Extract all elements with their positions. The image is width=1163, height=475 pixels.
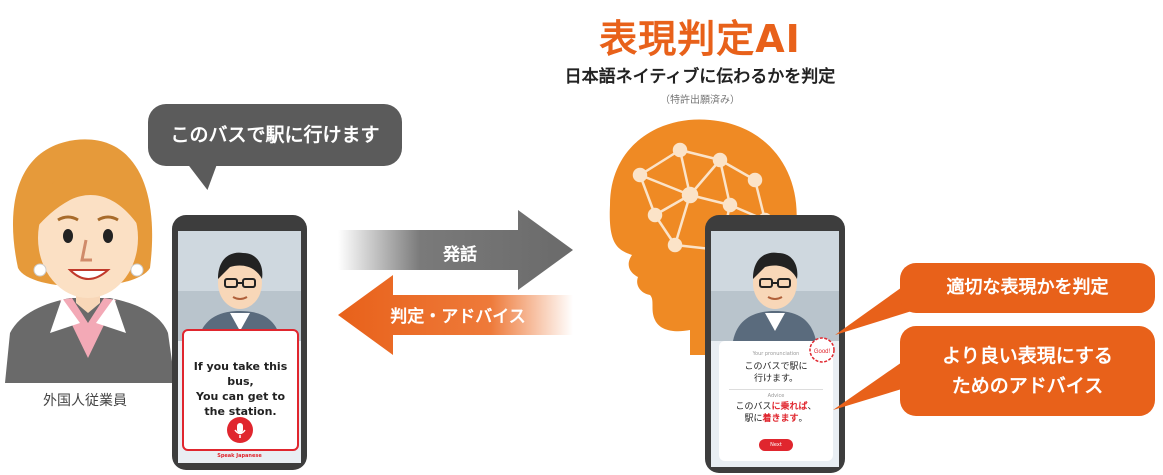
next-button[interactable]: Next xyxy=(759,439,793,451)
judge-callout: 適切な表現かを判定 xyxy=(900,263,1155,313)
speak-arrow xyxy=(338,210,573,290)
advice-arrow xyxy=(338,275,573,355)
prompt-line: You can get to xyxy=(195,390,285,403)
advice-text: このバス xyxy=(735,402,772,412)
result-card: Your pronunciation このバスで駅に 行けます。 Good! A… xyxy=(719,337,835,461)
foreign-worker-illustration xyxy=(5,139,175,383)
advice-label: Advice xyxy=(767,393,785,399)
speak-arrow-label: 発話 xyxy=(443,245,477,265)
advice-callout-line: より良い表現にする xyxy=(942,345,1113,367)
pronunciation-label: Your pronunciation xyxy=(752,351,800,357)
advice-text: 駅に xyxy=(744,414,763,424)
left-phone: If you take this bus, You can get to the… xyxy=(172,215,307,470)
speak-japanese-label: Speak Japanese xyxy=(217,453,262,459)
advice-text: 、 xyxy=(807,402,817,412)
advice-sentence: このバスに乗れば、 駅に着きます。 xyxy=(719,401,833,425)
instructor-avatar xyxy=(711,231,839,341)
subtitle: 日本語ネイティブに伝わるかを判定 xyxy=(564,67,836,87)
right-phone: Your pronunciation このバスで駅に 行けます。 Good! A… xyxy=(705,215,845,473)
sentence-line: このバスで駅に xyxy=(744,362,808,372)
main-title: 表現判定AI xyxy=(599,17,801,61)
worker-label: 外国人従業員 xyxy=(43,393,127,409)
recognized-sentence: このバスで駅に 行けます。 xyxy=(719,361,833,385)
prompt-line: If you take this bus, xyxy=(193,360,288,388)
left-phone-screen: If you take this bus, You can get to the… xyxy=(178,231,301,463)
instructor-avatar xyxy=(178,231,301,341)
divider xyxy=(729,389,823,390)
microphone-icon xyxy=(234,423,246,438)
patent-note: （特許出願済み） xyxy=(660,95,740,106)
right-phone-screen: Your pronunciation このバスで駅に 行けます。 Good! A… xyxy=(711,231,839,467)
stamp-text: Good! xyxy=(814,349,831,355)
exchange-arrows xyxy=(338,210,573,355)
advice-callout: より良い表現にする ためのアドバイス xyxy=(900,326,1155,416)
microphone-button[interactable] xyxy=(227,417,253,443)
prompt-line: the station. xyxy=(204,405,277,418)
advice-highlight: 着きます xyxy=(762,414,799,424)
advice-text: 。 xyxy=(798,414,808,424)
advice-arrow-label: 判定・アドバイス xyxy=(390,307,526,327)
advice-highlight: に乗れば xyxy=(771,402,808,412)
prompt-sentence: If you take this bus, You can get to the… xyxy=(184,359,297,419)
advice-callout-line: ためのアドバイス xyxy=(951,375,1104,397)
speech-bubble: このバスで駅に行けます xyxy=(148,104,402,166)
prompt-card: If you take this bus, You can get to the… xyxy=(182,329,299,451)
sentence-line: 行けます。 xyxy=(753,374,799,384)
good-stamp-icon: Good! xyxy=(809,337,835,363)
callout-pointers xyxy=(833,285,915,410)
